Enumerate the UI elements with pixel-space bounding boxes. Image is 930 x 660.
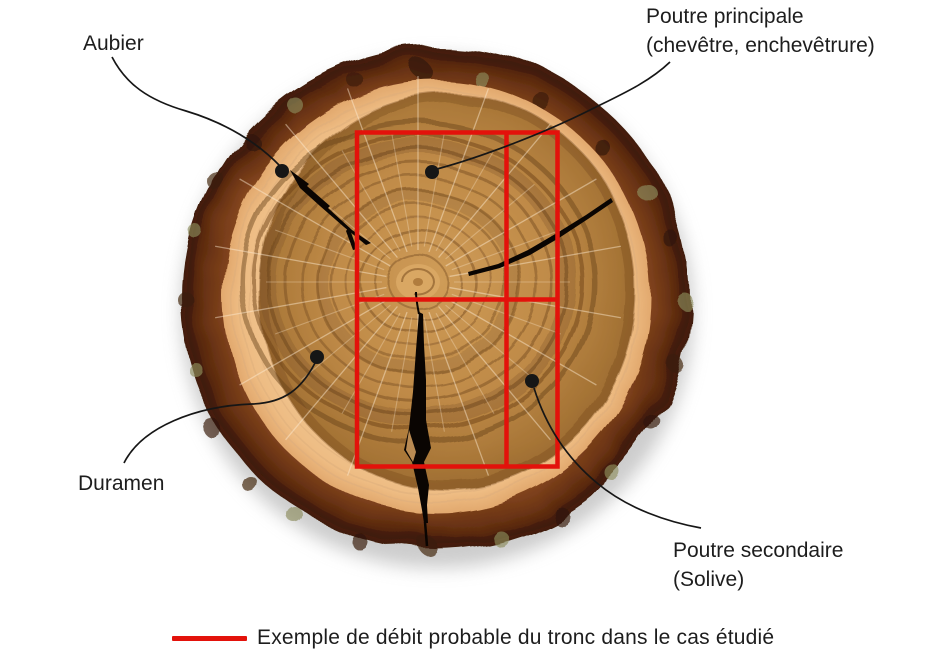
crack-vertical-main bbox=[404, 312, 431, 523]
aubier-marker-dot bbox=[275, 164, 289, 178]
poutre-principale-marker-dot bbox=[425, 165, 439, 179]
duramen-marker-dot bbox=[310, 350, 324, 364]
crack-upper-left bbox=[290, 170, 371, 245]
crack-inner-sliver bbox=[406, 430, 416, 462]
label-aubier: Aubier bbox=[83, 32, 144, 55]
legend-text: Exemple de débit probable du tronc dans … bbox=[257, 626, 775, 649]
poutre-secondaire-marker-dot bbox=[525, 374, 539, 388]
annotation-leaders bbox=[111, 56, 702, 529]
label-poutre-principale-line1: Poutre principale bbox=[646, 5, 804, 28]
label-poutre-secondaire: Poutre secondaire (Solive) bbox=[673, 536, 843, 594]
aubier-leader-line bbox=[111, 56, 281, 167]
duramen-leader-line bbox=[123, 362, 316, 464]
label-poutre-secondaire-line1: Poutre secondaire bbox=[673, 539, 844, 562]
label-poutre-secondaire-line2: (Solive) bbox=[673, 568, 745, 591]
legend-red-line-swatch bbox=[172, 636, 247, 641]
label-poutre-principale-line2: (chevêtre, enchevêtrure) bbox=[646, 34, 875, 57]
poutre-secondaire-leader-line bbox=[533, 387, 702, 529]
label-duramen: Duramen bbox=[78, 472, 165, 495]
cut-overlay bbox=[354, 130, 560, 469]
poutre-principale-leader-line bbox=[436, 61, 671, 170]
crack-vertical-tail bbox=[423, 521, 429, 547]
crack-upper-left-hook bbox=[346, 227, 357, 250]
crack-right bbox=[468, 198, 613, 276]
label-poutre-principale: Poutre principale (chevêtre, enchevêtrur… bbox=[646, 2, 875, 60]
bark-texture-patches bbox=[178, 59, 692, 557]
pith bbox=[396, 264, 440, 300]
